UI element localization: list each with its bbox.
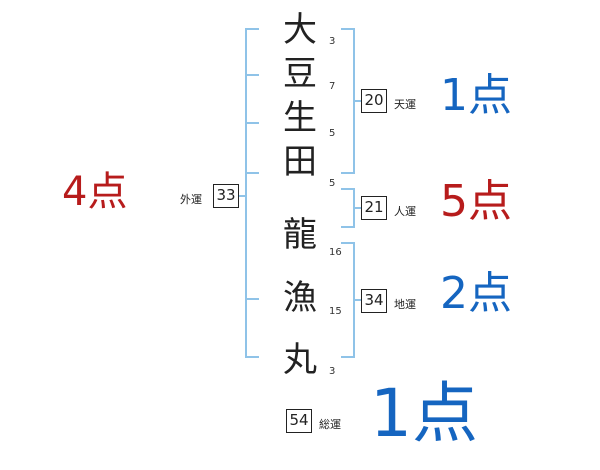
jinkaku-score: 5点 bbox=[440, 176, 512, 227]
left-bracket-vertical bbox=[245, 28, 247, 358]
soukaku-label: 総運 bbox=[319, 418, 341, 431]
gaikaku-label: 外運 bbox=[180, 193, 202, 206]
name-char-3: 生 bbox=[283, 98, 317, 138]
stroke-count-5: 16 bbox=[329, 247, 342, 258]
jinkaku-bracket bbox=[341, 226, 353, 228]
tenkaku-label: 天運 bbox=[394, 98, 416, 111]
chikaku-score: 2点 bbox=[440, 268, 512, 319]
stroke-count-1: 3 bbox=[329, 36, 336, 47]
tenkaku-connector bbox=[353, 100, 361, 102]
chikaku-bracket bbox=[341, 356, 353, 358]
chikaku-label: 地運 bbox=[394, 298, 416, 311]
left-bracket-tick bbox=[245, 356, 259, 358]
gaikaku-value-box: 33 bbox=[213, 184, 239, 208]
tenkaku-bracket bbox=[341, 28, 353, 30]
chikaku-value-box: 34 bbox=[361, 289, 387, 313]
soukaku-value-box: 54 bbox=[286, 409, 312, 433]
left-bracket-tick bbox=[245, 28, 259, 30]
name-char-6: 漁 bbox=[283, 278, 317, 318]
name-char-5: 龍 bbox=[283, 215, 317, 255]
tenkaku-value-box: 20 bbox=[361, 89, 387, 113]
name-char-4: 田 bbox=[283, 142, 317, 182]
left-bracket-tick bbox=[245, 122, 259, 124]
name-char-1: 大 bbox=[283, 10, 317, 50]
jinkaku-bracket bbox=[341, 188, 353, 190]
stroke-count-2: 7 bbox=[329, 81, 336, 92]
stroke-count-7: 3 bbox=[329, 366, 336, 377]
tenkaku-bracket bbox=[341, 172, 353, 174]
chikaku-connector bbox=[353, 299, 361, 301]
left-bracket-connector bbox=[239, 195, 247, 197]
left-bracket-tick bbox=[245, 298, 259, 300]
gaikaku-score: 4点 bbox=[62, 169, 128, 215]
left-bracket-tick bbox=[245, 74, 259, 76]
name-char-7: 丸 bbox=[283, 340, 317, 380]
jinkaku-connector bbox=[353, 207, 361, 209]
left-bracket-tick bbox=[245, 172, 259, 174]
chikaku-bracket bbox=[341, 242, 353, 244]
stroke-count-6: 15 bbox=[329, 306, 342, 317]
stroke-count-3: 5 bbox=[329, 128, 336, 139]
soukaku-score: 1点 bbox=[370, 375, 478, 452]
jinkaku-label: 人運 bbox=[394, 205, 416, 218]
jinkaku-value-box: 21 bbox=[361, 196, 387, 220]
tenkaku-score: 1点 bbox=[440, 70, 512, 121]
stroke-count-4: 5 bbox=[329, 178, 336, 189]
name-char-2: 豆 bbox=[283, 54, 317, 94]
